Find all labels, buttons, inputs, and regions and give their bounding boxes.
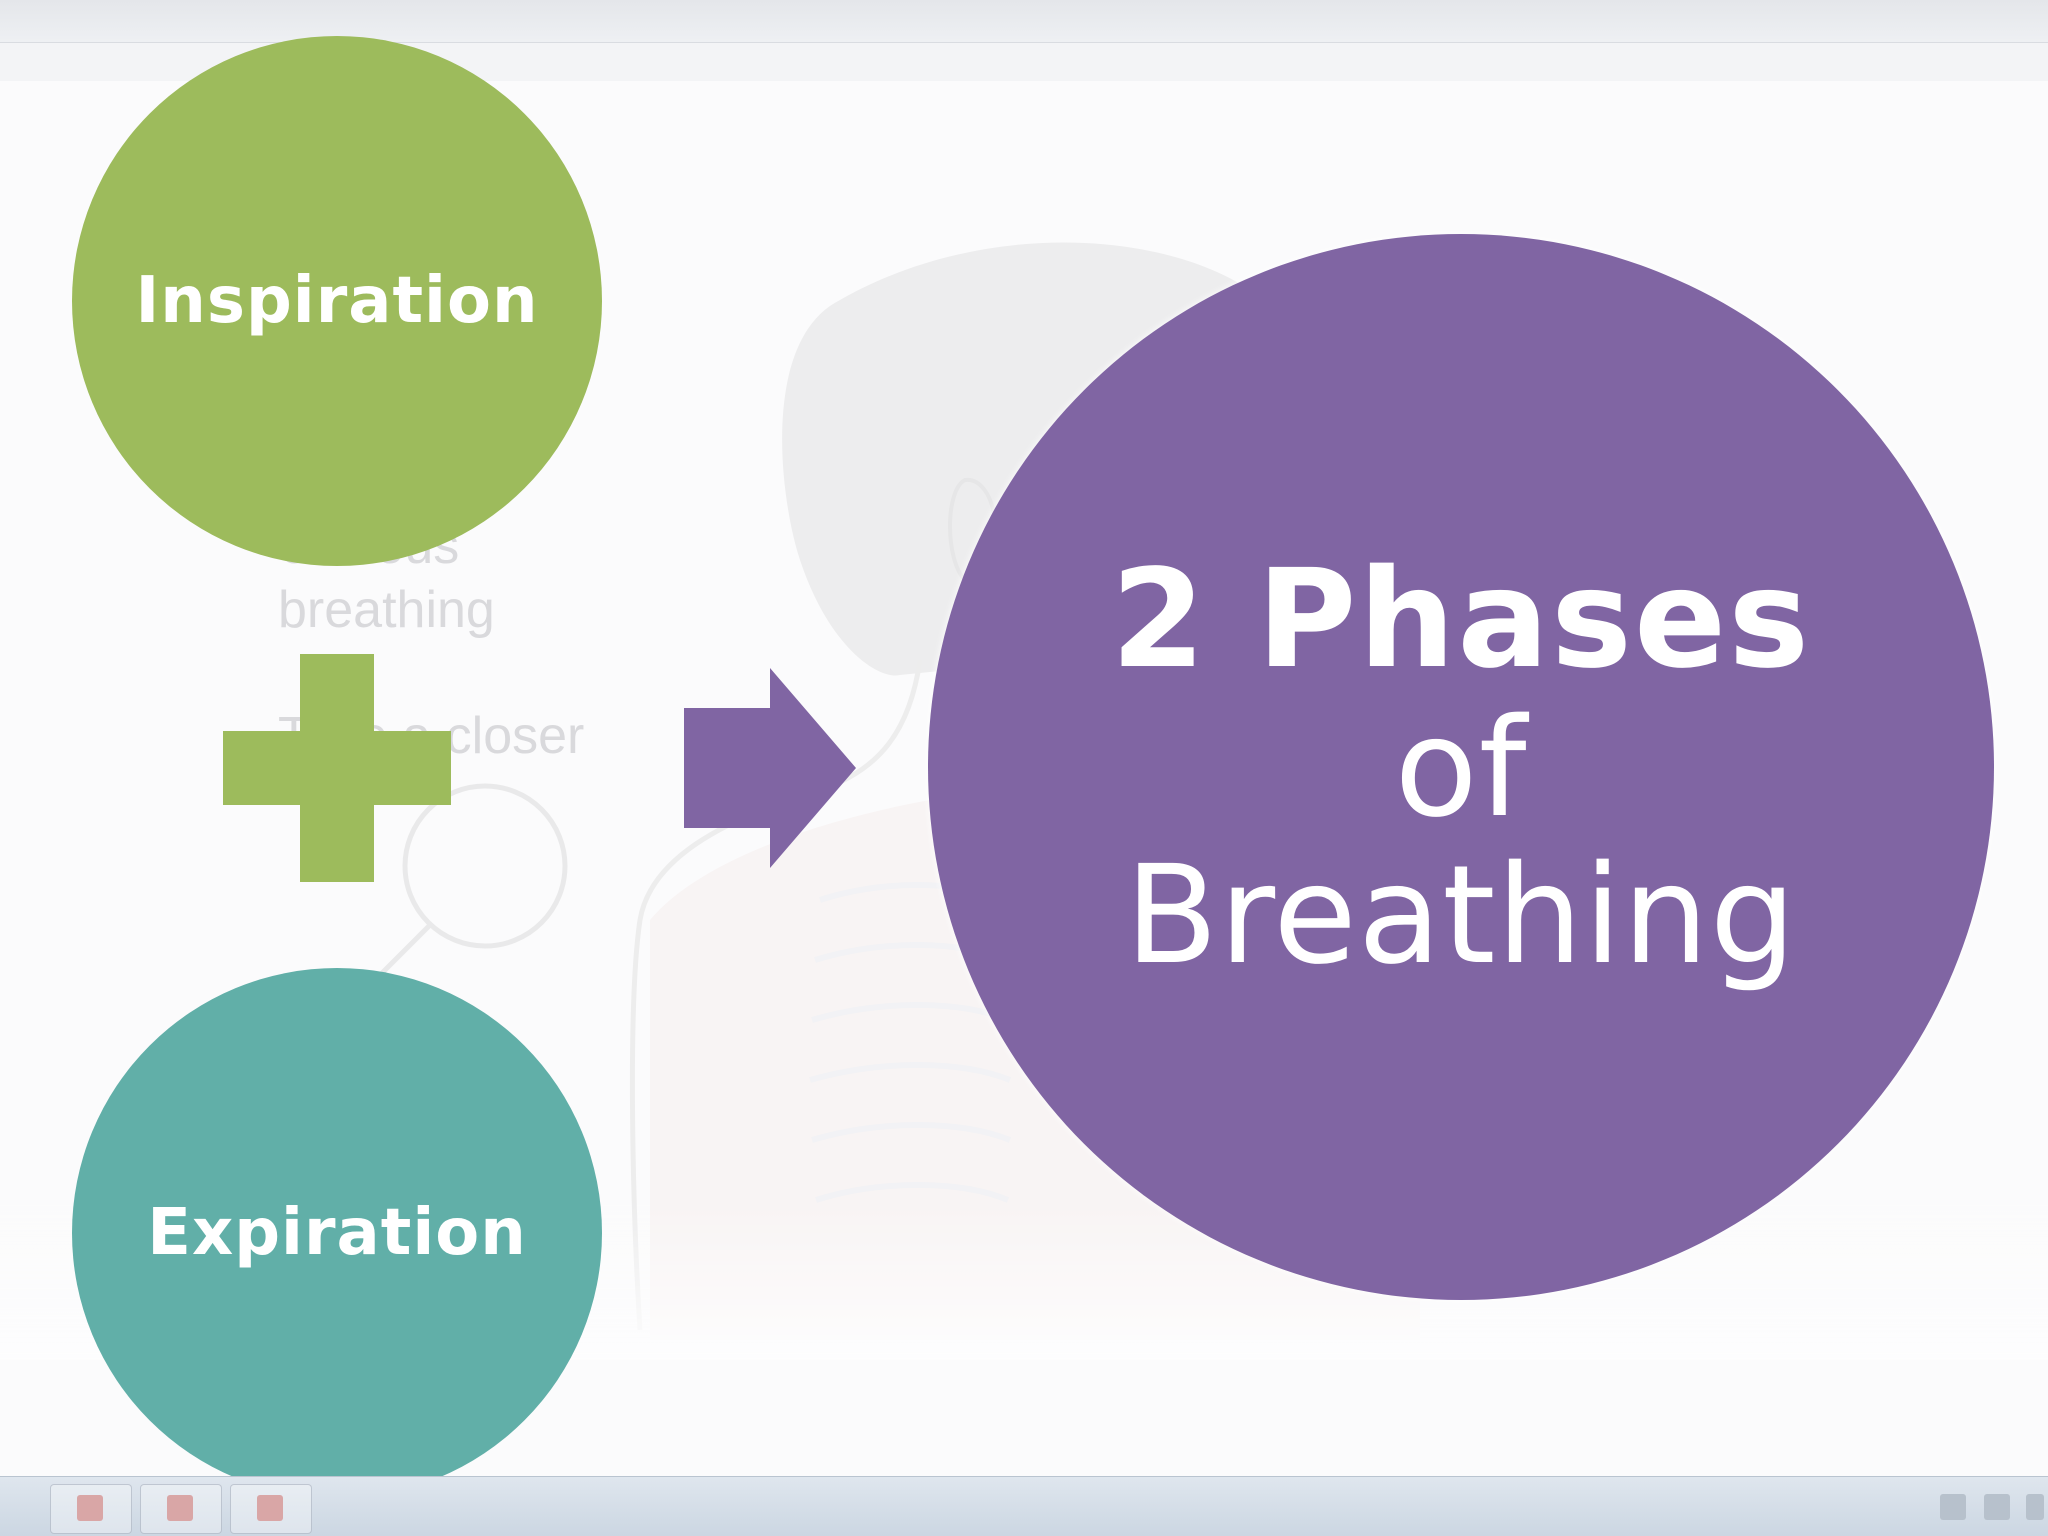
expiration-circle: Expiration bbox=[72, 968, 602, 1498]
app-icon bbox=[167, 1495, 193, 1521]
arrow-right-icon bbox=[684, 668, 856, 868]
window-top-bar bbox=[0, 0, 2048, 43]
tray-flag-icon[interactable] bbox=[1940, 1494, 1966, 1520]
plus-icon-bar bbox=[223, 731, 451, 805]
magnifier-icon bbox=[378, 783, 568, 977]
main-title: 2 Phases bbox=[1110, 540, 1812, 699]
tray-volume-icon[interactable] bbox=[2026, 1494, 2044, 1520]
inspiration-circle: Inspiration bbox=[72, 36, 602, 566]
taskbar-app-button[interactable] bbox=[230, 1484, 312, 1534]
main-title-of: of bbox=[1394, 690, 1528, 849]
inspiration-label: Inspiration bbox=[135, 264, 539, 338]
expiration-label: Expiration bbox=[147, 1196, 527, 1270]
phases-circle: 2 Phases of Breathing bbox=[928, 234, 1994, 1300]
shoulder-outline bbox=[629, 659, 923, 1331]
taskbar-app-button[interactable] bbox=[50, 1484, 132, 1534]
tray-network-icon[interactable] bbox=[1984, 1494, 2010, 1520]
ghost-text-breathing: breathing bbox=[278, 581, 495, 639]
app-icon bbox=[77, 1495, 103, 1521]
taskbar-app-button[interactable] bbox=[140, 1484, 222, 1534]
main-title-breathing: Breathing bbox=[1124, 837, 1798, 996]
app-icon bbox=[257, 1495, 283, 1521]
taskbar bbox=[0, 1476, 2048, 1536]
